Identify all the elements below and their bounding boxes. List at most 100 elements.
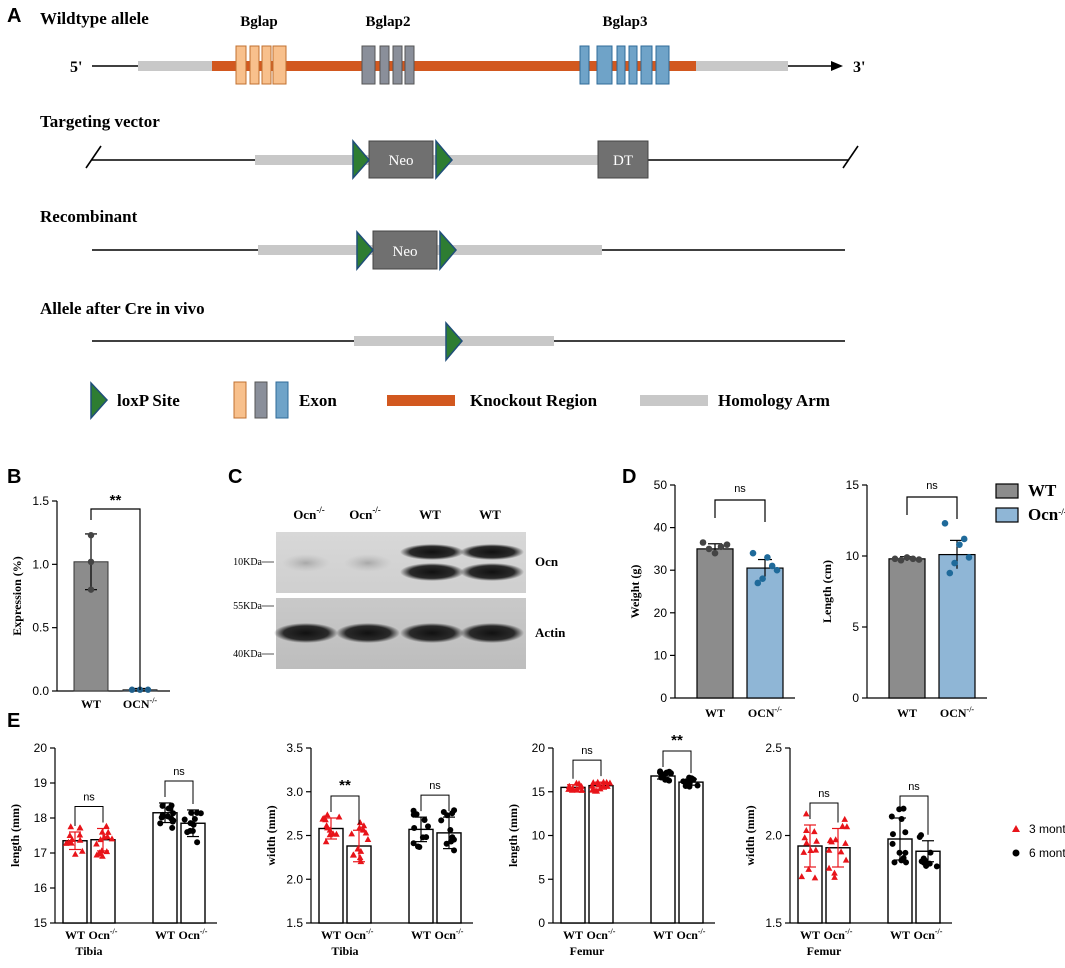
- data-point-6-month: [667, 770, 674, 777]
- data-point-6-month: [187, 820, 194, 827]
- y-tick-label: 20: [532, 741, 546, 755]
- size-marker-label: 10KDa: [233, 557, 262, 568]
- y-axis-label: Length (cm): [820, 560, 834, 623]
- band-ocn-upper: [460, 544, 524, 560]
- data-point-3-month: [78, 847, 86, 854]
- category-label: Ocn-/-: [914, 927, 943, 942]
- data-point-3-month: [802, 810, 810, 817]
- category-label: WT: [81, 697, 101, 711]
- category-label: Ocn-/-: [179, 927, 208, 942]
- data-point-3-month: [68, 835, 76, 842]
- data-point: [941, 520, 949, 527]
- legend-label: Ocn-/-: [1028, 505, 1065, 524]
- band-ocn-upper: [400, 544, 464, 560]
- category-label: OCN-/-: [123, 696, 158, 711]
- data-point-3-month: [588, 782, 596, 789]
- data-point-3-month: [798, 873, 806, 880]
- data-point-3-month: [841, 815, 849, 822]
- significance-bracket: [164, 780, 194, 804]
- significance-bracket: [906, 496, 958, 519]
- data-point-6-month: [191, 816, 198, 823]
- size-marker-label: 40KDa: [233, 649, 262, 660]
- data-point-6-month: [170, 810, 177, 817]
- category-label: WT: [411, 928, 431, 942]
- band-label-ocn: Ocn: [535, 554, 559, 569]
- y-axis-label: width (mm): [264, 805, 278, 865]
- data-point-6-month: [188, 809, 195, 816]
- data-point-3-month: [831, 873, 838, 880]
- data-point: [144, 686, 152, 693]
- data-point-6-month: [194, 839, 201, 846]
- significance-label: ns: [581, 745, 593, 757]
- data-point-3-month: [812, 846, 820, 853]
- band-actin: [274, 623, 338, 643]
- data-point: [951, 559, 958, 567]
- loxp-site-icon: [435, 138, 453, 180]
- data-point-6-month: [451, 847, 458, 854]
- data-point-3-month: [839, 822, 846, 829]
- y-tick-label: 5: [852, 620, 859, 634]
- data-point-3-month: [603, 778, 610, 785]
- band-actin: [460, 623, 524, 643]
- data-point: [956, 541, 963, 548]
- y-tick-label: 20: [34, 741, 48, 755]
- lane-label: Ocn-/-: [293, 505, 325, 522]
- exon-label-bglap2: Bglap2: [365, 14, 410, 30]
- neo-label-targeting: Neo: [389, 153, 414, 169]
- exon-bglap3: [640, 45, 653, 85]
- data-point-3-month: [831, 869, 838, 876]
- data-point-3-month: [65, 838, 72, 845]
- data-point-3-month: [335, 813, 343, 820]
- data-point-3-month: [67, 823, 75, 830]
- data-point-3-month: [805, 865, 813, 872]
- data-point-3-month: [843, 823, 851, 830]
- data-point-3-month: [595, 781, 602, 788]
- panel-letter-b: B: [7, 466, 21, 488]
- data-point-6-month: [933, 863, 940, 870]
- data-point: [705, 545, 713, 553]
- data-point-3-month: [356, 854, 364, 861]
- data-point-6-month: [193, 809, 200, 816]
- data-point: [711, 549, 719, 557]
- bar: [560, 786, 586, 924]
- data-point: [749, 549, 757, 557]
- data-point-3-month: [811, 874, 819, 881]
- data-point-3-month: [348, 830, 355, 837]
- significance-label: ns: [429, 780, 441, 792]
- data-point-6-month: [169, 824, 176, 831]
- data-point-3-month: [360, 822, 368, 829]
- data-point-6-month: [664, 776, 671, 783]
- category-label: OCN-/-: [748, 705, 783, 720]
- dt-label: DT: [613, 153, 633, 169]
- data-point-3-month: [828, 838, 835, 845]
- category-label: WT: [321, 928, 341, 942]
- row-title-targeting-vector: Targeting vector: [40, 112, 160, 131]
- significance-bracket: [90, 508, 141, 690]
- data-point-6-month: [187, 827, 194, 834]
- legend-swatch: [995, 483, 1019, 499]
- band-ocn-faint: [344, 554, 392, 572]
- significance-bracket: [420, 794, 450, 812]
- band-ocn-faint: [282, 554, 330, 572]
- legend-marker-6-month-icon: [1012, 849, 1020, 857]
- significance-bracket: [572, 759, 602, 779]
- row-title-after-cre: Allele after Cre in vivo: [40, 299, 205, 318]
- exon-bglap3: [596, 45, 613, 85]
- data-point: [946, 569, 954, 577]
- data-point-6-month: [903, 859, 910, 866]
- y-tick-label: 30: [654, 563, 668, 577]
- data-point: [960, 535, 968, 543]
- exon-bglap3: [628, 45, 638, 85]
- data-point-3-month: [600, 782, 607, 789]
- data-point-3-month: [71, 850, 79, 857]
- data-point-6-month: [411, 825, 418, 832]
- data-point: [87, 558, 95, 565]
- y-tick-label: 0: [660, 691, 667, 705]
- significance-label: **: [339, 777, 351, 794]
- exon-bglap2: [404, 45, 415, 85]
- data-point-6-month: [444, 812, 451, 819]
